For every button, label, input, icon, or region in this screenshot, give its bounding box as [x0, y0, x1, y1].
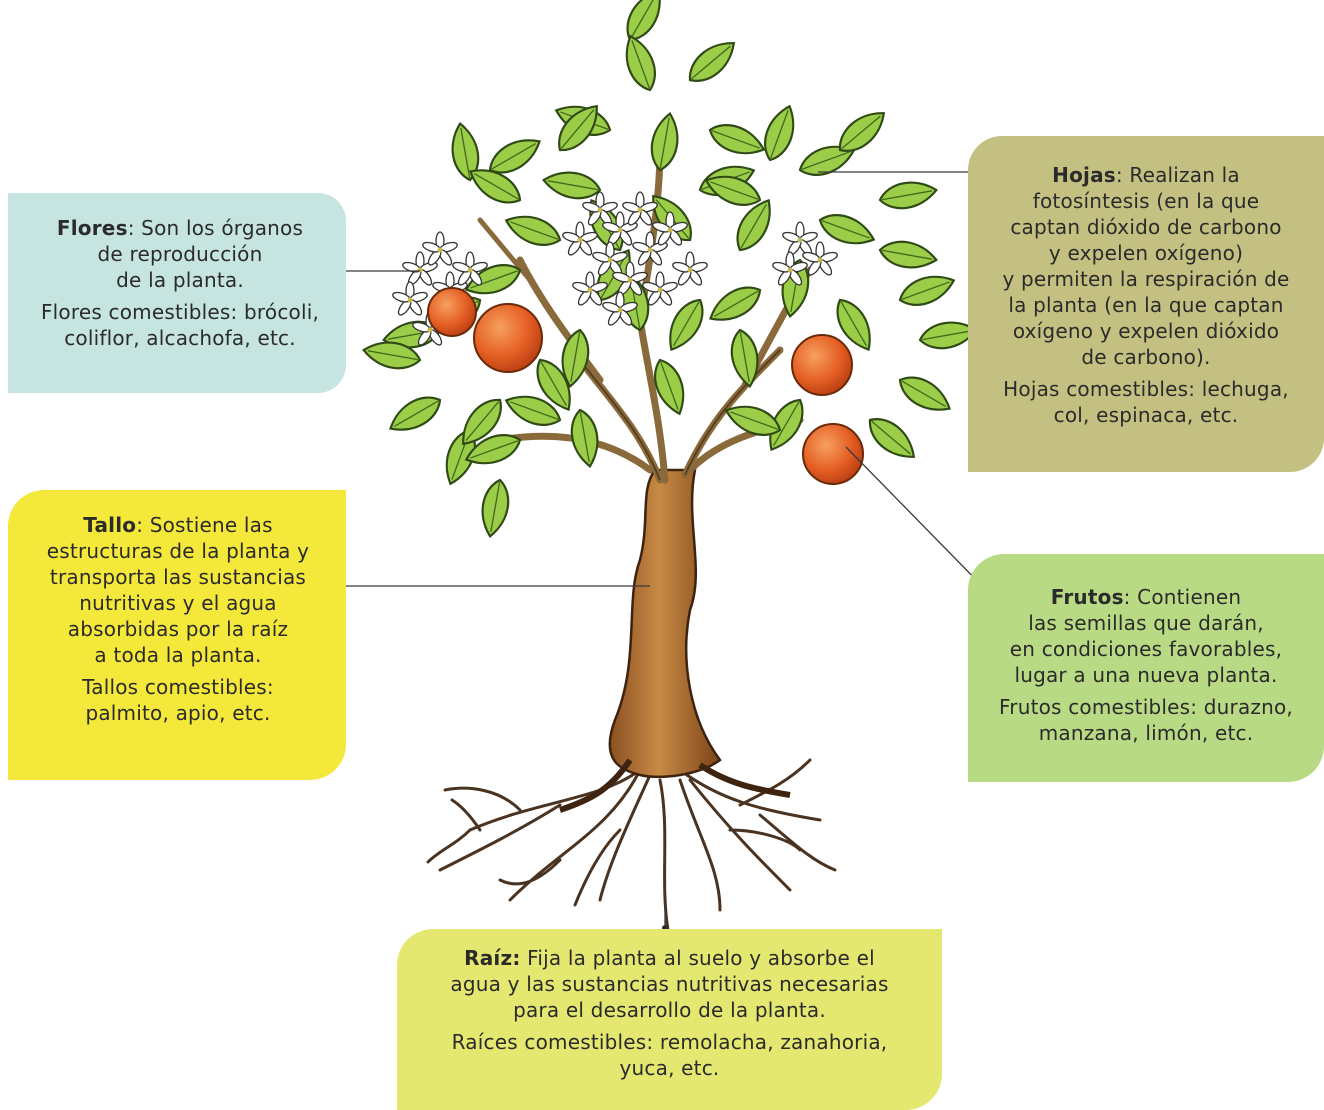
- tallo-edible: Tallos comestibles:: [82, 675, 274, 699]
- frutos-edible: Frutos comestibles: durazno,: [999, 695, 1293, 719]
- fruits: [427, 287, 864, 485]
- hojas-edible: Hojas comestibles: lechuga,: [1003, 377, 1289, 401]
- raiz-label-box: Raíz: Fija la planta al suelo y absorbe …: [397, 929, 942, 1110]
- tallo-line: transporta las sustancias: [49, 565, 307, 589]
- flores-edible: Flores comestibles: brócoli,: [40, 300, 320, 324]
- hojas-edible: col, espinaca, etc.: [1053, 403, 1239, 427]
- frutos-line: las semillas que darán,: [1028, 611, 1264, 635]
- tallo-term: Tallo: [83, 513, 137, 537]
- hojas-line: la planta (en la que captan: [1008, 293, 1284, 317]
- tallo-edible: palmito, apio, etc.: [85, 701, 271, 725]
- frutos-line: lugar a una nueva planta.: [1014, 663, 1278, 687]
- hojas-line: de carbono).: [1081, 345, 1211, 369]
- frutos-description: Frutos: Contienen: [1050, 585, 1242, 609]
- tallo-line: absorbidas por la raíz: [67, 617, 289, 641]
- flores-edible: coliflor, alcachofa, etc.: [64, 326, 296, 350]
- roots: [426, 758, 837, 932]
- hojas-line: oxígeno y expelen dióxido: [1012, 319, 1280, 343]
- flores-line: de reproducción: [97, 242, 263, 266]
- tallo-description: Tallo: Sostiene las: [83, 513, 273, 537]
- raiz-line: para el desarrollo de la planta.: [513, 998, 826, 1022]
- hojas-line: captan dióxido de carbono: [1010, 215, 1282, 239]
- tallo-label-box: Tallo: Sostiene las estructuras de la pl…: [8, 490, 346, 780]
- frutos-edible: manzana, limón, etc.: [1038, 721, 1254, 745]
- tallo-line: a toda la planta.: [94, 643, 262, 667]
- hojas-line: y permiten la respiración de: [1002, 267, 1290, 291]
- flores-label-box: Flores: Son los órganos de reproducción …: [8, 193, 346, 393]
- tallo-line: estructuras de la planta y: [46, 539, 310, 563]
- frutos-line: en condiciones favorables,: [1009, 637, 1283, 661]
- frutos-label-box: Frutos: Contienen las semillas que darán…: [968, 554, 1324, 782]
- hojas-description: Hojas: Realizan la: [1052, 163, 1240, 187]
- hojas-label-box: Hojas: Realizan la fotosíntesis (en la q…: [968, 136, 1324, 472]
- hojas-term: Hojas: [1052, 163, 1116, 187]
- tallo-line: nutritivas y el agua: [79, 591, 277, 615]
- flores-line: de la planta.: [116, 268, 244, 292]
- raiz-description: Raíz: Fija la planta al suelo y absorbe …: [464, 946, 875, 970]
- raiz-line: agua y las sustancias nutritivas necesar…: [450, 972, 889, 996]
- flores-term: Flores: [56, 216, 128, 240]
- raiz-term: Raíz:: [464, 946, 521, 970]
- trunk: [608, 468, 722, 779]
- raiz-edible: yuca, etc.: [619, 1056, 720, 1080]
- leaves: [360, 0, 980, 540]
- hojas-line: fotosíntesis (en la que: [1032, 189, 1260, 213]
- hojas-line: y expelen oxígeno): [1048, 241, 1244, 265]
- frutos-term: Frutos: [1050, 585, 1124, 609]
- flores-description: Flores: Son los órganos: [56, 216, 304, 240]
- raiz-edible: Raíces comestibles: remolacha, zanahoria…: [451, 1030, 888, 1054]
